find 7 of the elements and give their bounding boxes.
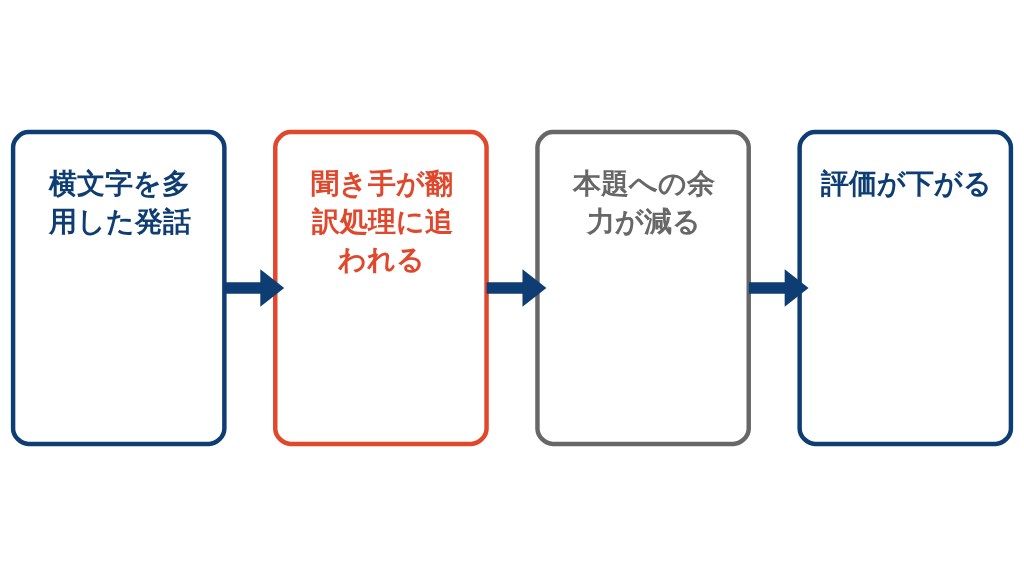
node-box: 横文字を多用した発話 [10, 129, 227, 447]
node-box: 聞き手が翻訳処理に追われる [273, 129, 489, 447]
arrow [748, 269, 809, 307]
node-box: 本題への余力が減る [535, 129, 751, 447]
node-box: 評価が下がる [797, 129, 1014, 447]
arrow [224, 269, 285, 307]
arrow [486, 269, 547, 307]
